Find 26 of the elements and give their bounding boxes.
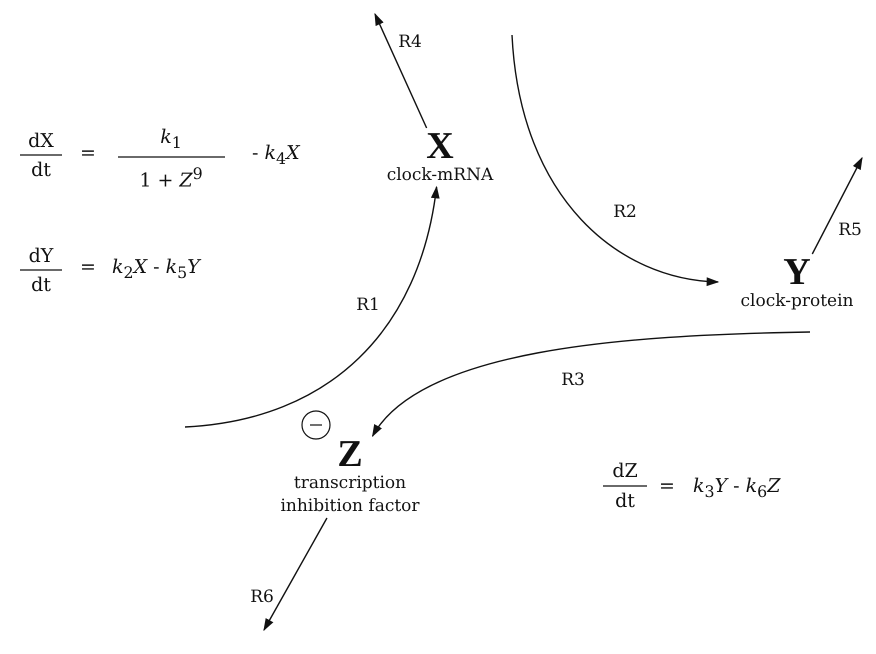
variable-name: clock-mRNA [386, 164, 494, 187]
reaction-arrow [263, 518, 328, 632]
reaction-arrow [374, 12, 428, 128]
equation-term: dt [615, 490, 635, 512]
variable-name: clock-protein [740, 290, 854, 313]
equation-term: = [80, 256, 96, 278]
reaction-arrow [184, 186, 440, 428]
reaction-arrow [372, 331, 810, 437]
equation-term: dX [28, 130, 54, 152]
variable-symbol: Y [783, 254, 811, 290]
variable-symbol: X [426, 128, 454, 164]
equation-term: - k$_{4}$X [252, 142, 300, 170]
equation-term: 1 + Z$^{9}$ [139, 163, 203, 192]
equation-term: k$_{3}$Y - k$_{6}$Z [693, 475, 780, 503]
equation-term: dY [28, 245, 54, 267]
reaction-arrow [511, 34, 720, 286]
equation-term: k$_{1}$ [160, 126, 182, 154]
variable-symbol: Z [337, 436, 363, 472]
equation-term: dt [31, 274, 51, 296]
equation-term: dZ [612, 460, 638, 482]
equation-term: dt [31, 159, 51, 181]
equation-term: = [80, 142, 96, 164]
equation-term: = [659, 475, 675, 497]
equation-term: k$_{2}$X - k$_{5}$Y [112, 256, 200, 284]
variable-name: transcription inhibition factor [279, 472, 421, 518]
reaction-arrow [812, 156, 863, 254]
